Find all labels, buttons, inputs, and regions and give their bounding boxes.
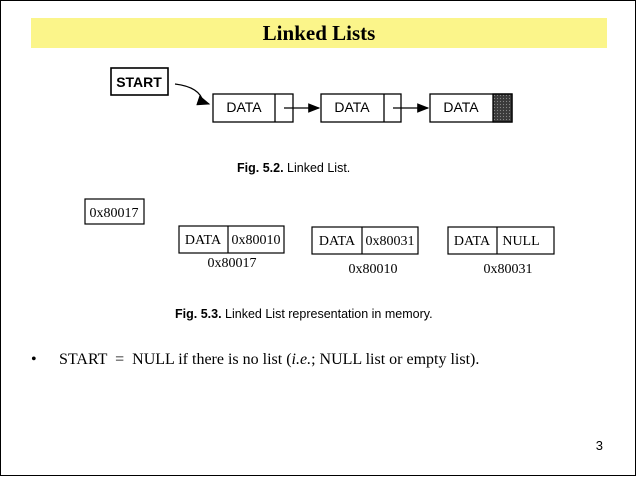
bullet-point: • START = NULL if there is no list (i.e.;… [31,351,479,369]
bullet-text-italic: i.e. [291,351,312,368]
figure-5-2-caption: Fig. 5.2. Linked List. [237,161,350,175]
slide-title: Linked Lists [262,21,376,45]
node-2-data: DATA [334,99,370,115]
memory-node-3 [447,226,555,255]
memory-node-1-address: 0x80017 [208,256,257,271]
title-bar: Linked Lists [31,18,607,48]
memory-node-3-address: 0x80031 [484,262,533,277]
figure-5-2: START DATA DATA DATA Fig. 5.2. Linked Li… [110,67,513,175]
caption-label: Fig. 5.2. [237,161,284,175]
start-address: 0x80017 [90,206,139,221]
memory-node-1-data: DATA [185,233,222,248]
caption-label: Fig. 5.3. [175,307,222,321]
memory-node-3-next: NULL [502,234,539,249]
start-label: START [116,74,162,90]
node-3-data: DATA [443,99,479,115]
memory-node-2-data: DATA [319,234,356,249]
page-number: 3 [595,438,603,453]
null-pointer-block [492,93,513,123]
start-box [110,67,169,96]
bullet-text-start: START = NULL if there is no list ( [59,351,292,368]
bullet-text-end: ; NULL list or empty list). [311,351,480,368]
memory-node-1-next: 0x80010 [232,233,281,248]
figure-5-3-caption: Fig. 5.3. Linked List representation in … [175,307,433,321]
memory-node-2 [311,226,419,255]
memory-node-1 [178,225,285,254]
memory-node-2-address: 0x80010 [349,262,398,277]
start-address-box [84,198,145,225]
memory-node-2-next: 0x80031 [366,234,415,249]
figure-5-3: 0x80017 DATA 0x80010 0x80017 DATA 0x8003… [84,198,555,321]
memory-node-3-data: DATA [454,234,491,249]
node-1-data: DATA [226,99,262,115]
bullet-symbol: • [31,351,37,368]
caption-text: Linked List. [287,161,350,175]
caption-text: Linked List representation in memory. [225,307,433,321]
start-pointer-arrow [174,83,211,106]
